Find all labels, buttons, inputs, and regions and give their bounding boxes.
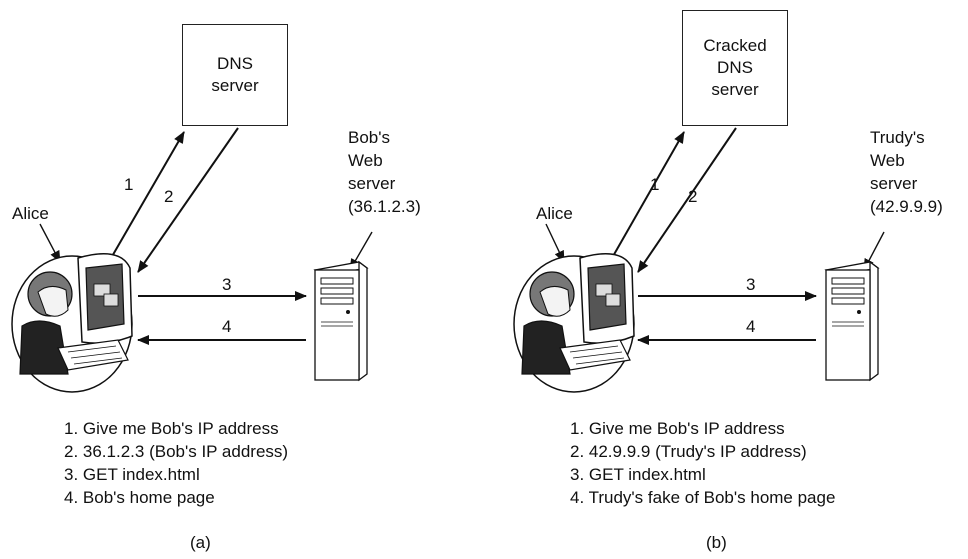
- step-3: 3. GET index.html: [570, 465, 706, 484]
- tower-server-icon: [313, 260, 369, 382]
- arrow-2: [637, 127, 737, 273]
- dns-server-line-2: server: [211, 76, 259, 95]
- dns-server-line-2: DNS: [717, 58, 753, 77]
- panel-a-drawing: [11, 127, 373, 393]
- tower-server-icon: [824, 260, 880, 382]
- arrow-1-label: 1: [650, 175, 660, 194]
- alice-pointer-line: [545, 223, 565, 263]
- step-4: 4. Bob's home page: [64, 488, 215, 507]
- dns-server-line-3: server: [711, 80, 759, 99]
- arrow-2-label: 2: [688, 187, 698, 206]
- user-at-computer-icon: [513, 253, 635, 393]
- arrow-1: [603, 131, 685, 273]
- arrow-1-label: 1: [124, 175, 134, 194]
- web-server-label: Trudy's Web server (42.9.9.9): [870, 126, 943, 218]
- arrow-3-label: 3: [746, 275, 756, 294]
- panel-caption: (b): [706, 533, 727, 552]
- alice-pointer-line: [39, 223, 61, 263]
- step-2: 2. 42.9.9.9 (Trudy's IP address): [570, 442, 807, 461]
- alice-label: Alice: [12, 204, 49, 223]
- web-server-label-line-4: (36.1.2.3): [348, 197, 421, 216]
- step-3: 3. GET index.html: [64, 465, 200, 484]
- web-server-label: Bob's Web server (36.1.2.3): [348, 126, 421, 218]
- web-server-label-line-1: Bob's: [348, 128, 390, 147]
- steps-list: 1. Give me Bob's IP address 2. 36.1.2.3 …: [64, 417, 288, 509]
- dns-server-line-1: DNS: [217, 54, 253, 73]
- arrow-2-label: 2: [164, 187, 174, 206]
- step-4: 4. Trudy's fake of Bob's home page: [570, 488, 836, 507]
- arrow-3-label: 3: [222, 275, 232, 294]
- web-server-label-line-1: Trudy's: [870, 128, 925, 147]
- dns-server-line-1: Cracked: [703, 36, 767, 55]
- arrow-4-label: 4: [222, 317, 232, 336]
- arrow-4-label: 4: [746, 317, 756, 336]
- web-server-label-line-4: (42.9.9.9): [870, 197, 943, 216]
- dns-server-box: DNS server: [182, 24, 288, 126]
- alice-label: Alice: [536, 204, 573, 223]
- panel-b-drawing: [513, 127, 885, 393]
- diagram-panel-b: Cracked DNS server Alice 1 2 3 4 Trudy's…: [484, 0, 968, 559]
- web-server-label-line-3: server: [870, 174, 918, 193]
- web-server-label-line-2: Web: [870, 151, 905, 170]
- diagram-panel-a: DNS server Alice 1 2 3 4 Bob's Web serve…: [11, 24, 421, 552]
- web-server-label-line-3: server: [348, 174, 396, 193]
- step-1: 1. Give me Bob's IP address: [570, 419, 785, 438]
- user-at-computer-icon: [11, 253, 133, 393]
- step-2: 2. 36.1.2.3 (Bob's IP address): [64, 442, 289, 461]
- steps-list: 1. Give me Bob's IP address 2. 42.9.9.9 …: [570, 417, 835, 509]
- arrow-2: [137, 127, 239, 273]
- step-1: 1. Give me Bob's IP address: [64, 419, 279, 438]
- web-server-label-line-2: Web: [348, 151, 383, 170]
- arrow-1: [102, 131, 185, 273]
- panel-caption: (a): [190, 533, 211, 552]
- dns-server-box: Cracked DNS server: [682, 10, 788, 126]
